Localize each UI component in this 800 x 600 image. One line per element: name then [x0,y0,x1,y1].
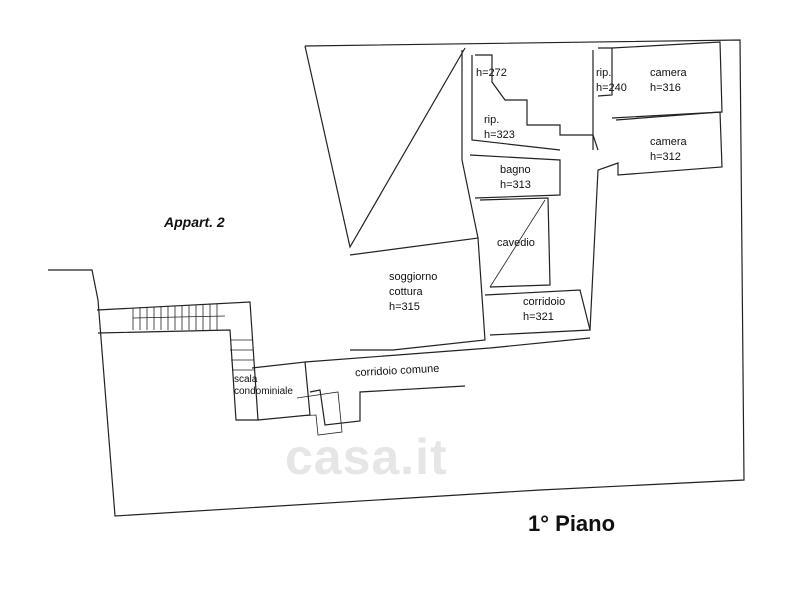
floor-title: 1° Piano [528,511,616,536]
room-name: soggiorno [389,271,438,283]
room-label-soggiorno: soggiorno cottura h=315 [389,270,437,315]
room-name: corridoio [523,296,566,308]
room-name: rip. [484,114,500,126]
watermark: casa.it [285,429,448,485]
room-height: h=316 [650,82,681,94]
room-label-272: h=272 [476,66,507,81]
apartment-label: Appart. 2 [164,214,225,230]
room-name: camera [650,136,687,148]
room-height: h=312 [650,151,681,163]
room-height: h=315 [389,301,420,313]
outer-boundary [48,39,745,517]
room-label-rip-240: rip. h=240 [596,66,627,96]
room-name: rip. [596,67,612,79]
room-height: h=321 [523,311,554,323]
room-label-scala: scala condominiale [234,374,293,398]
room-height: h=313 [500,179,531,191]
room-name-2: condominiale [234,386,293,397]
room-label-camera-312: camera h=312 [650,135,687,165]
room-height: h=323 [484,129,515,141]
room-name-2: cottura [389,286,423,298]
room-name: camera [650,67,687,79]
room-height: h=272 [476,67,507,79]
room-name: scala [234,374,258,385]
room-label-camera-316: camera h=316 [650,66,687,96]
room-label-rip-323: rip. h=323 [484,113,515,143]
room-label-cavedio: cavedio [497,236,535,251]
room-name: bagno [500,164,531,176]
room-label-bagno: bagno h=313 [500,163,531,193]
room-name: cavedio [497,237,535,249]
room-label-corridoio: corridoio h=321 [523,295,565,325]
void-area [304,45,466,249]
room-height: h=240 [596,82,627,94]
